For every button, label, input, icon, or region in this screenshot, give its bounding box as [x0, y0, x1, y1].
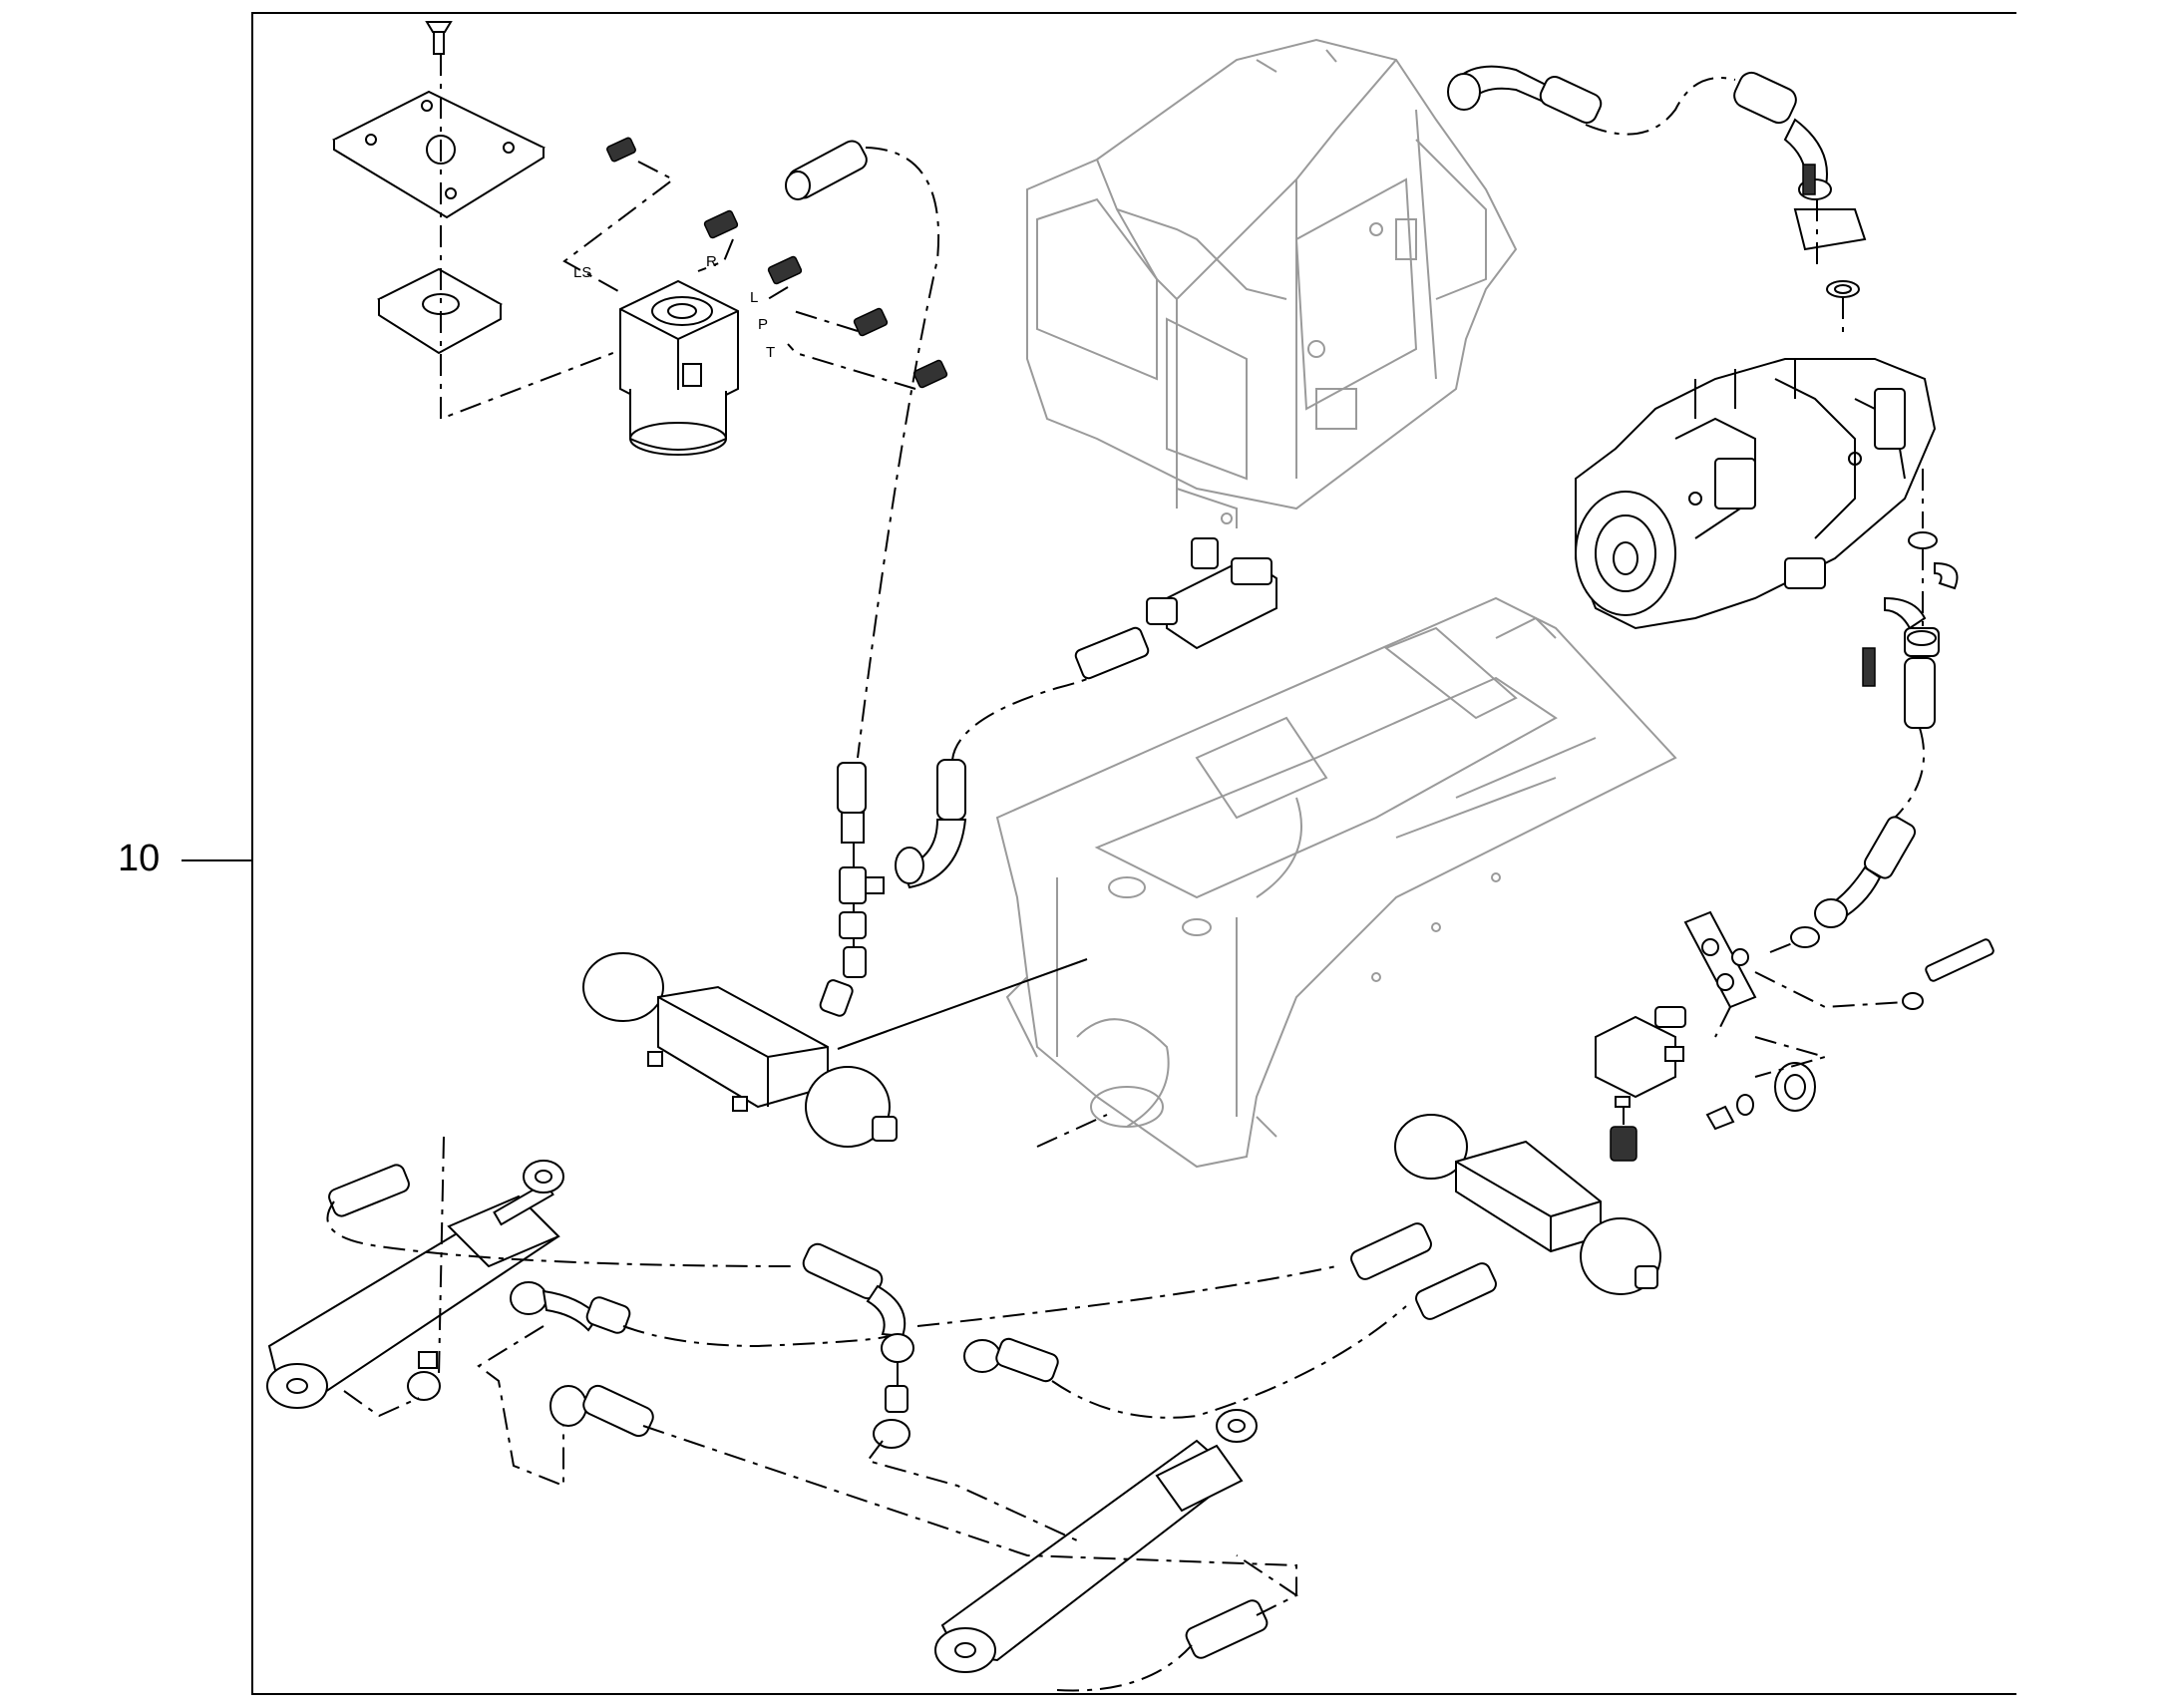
cab-frame	[1026, 38, 1518, 528]
hose-fitting-bottom	[1185, 1599, 1269, 1659]
chassis-frame	[995, 596, 1677, 1169]
centerline-center-tee	[866, 1440, 1078, 1541]
centerline-damper	[1714, 1006, 1829, 1078]
steering-cylinder-right	[934, 1409, 1258, 1673]
centerline-bottom-fitting	[1236, 1554, 1298, 1616]
hose-fitting-center-elbow	[802, 1242, 914, 1449]
centerline-cyl-left	[343, 1136, 445, 1418]
hose-fitting-lower-left	[549, 1384, 654, 1438]
centerline-steering	[440, 54, 619, 421]
bracket-damper	[1705, 1062, 1816, 1131]
pump-hose-lower	[1904, 657, 1936, 729]
hose-path-elbow-to-tee	[951, 667, 1108, 761]
hose-fitting-left-elbow	[510, 1281, 631, 1334]
hydraulic-pump	[1575, 358, 1937, 630]
centerline-p	[793, 310, 859, 332]
hose-path-center-right-lower	[1051, 1305, 1407, 1419]
hose-path-bottom	[1056, 1644, 1193, 1692]
callout-leader-line	[182, 859, 251, 861]
hose-path-steering-to-valve	[857, 147, 939, 759]
hose-fitting-left-tee	[407, 1351, 441, 1401]
fitting-l	[767, 255, 803, 285]
hose-path-pump-lower	[1894, 727, 1926, 819]
port-label-p: P	[758, 316, 768, 333]
accumulator-right-block	[1394, 1114, 1661, 1295]
hose-path-pump-top	[1585, 77, 1736, 136]
pump-hose-top	[1447, 65, 1603, 124]
pump-hose-elbow-lower	[1814, 816, 1917, 928]
steering-cylinder-left	[266, 1160, 564, 1409]
hose-path-left-elbow	[622, 1325, 889, 1348]
port-label-r: R	[706, 253, 717, 270]
fitting-ls	[606, 137, 636, 163]
fitting-r	[703, 209, 739, 239]
hose-elbow-right	[895, 759, 967, 889]
bracket-nut	[1790, 926, 1820, 948]
centerline-cyl-left-lower	[477, 1325, 564, 1488]
callout-number: 10	[118, 838, 161, 879]
bracket-bolt	[1902, 938, 1995, 1010]
fitting-t	[912, 359, 948, 389]
centerline-bracket	[1754, 941, 1906, 1009]
centerline-valve-block-left	[1036, 1114, 1108, 1148]
hose-fitting-vertical-left	[819, 762, 885, 1017]
hose-path-cyl-left-to-center	[326, 1200, 799, 1267]
port-label-t: T	[766, 344, 775, 361]
hose-end-fitting-top	[785, 140, 868, 200]
centerline-r	[697, 238, 734, 272]
steering-screw	[425, 21, 453, 55]
centerline-lower-left-to-right-cyl	[642, 1425, 1297, 1595]
hose-fitting-right-b	[1415, 1262, 1497, 1320]
centerline-l	[767, 286, 789, 300]
hose-fitting-cab	[1074, 626, 1150, 680]
steering-unit-body	[619, 279, 739, 456]
pump-lower-flange	[1862, 531, 1959, 687]
leader-accumulator-to-chassis	[837, 958, 1088, 1050]
hose-fitting-center-right	[963, 1337, 1059, 1383]
pump-elbow-fitting	[1733, 71, 1867, 298]
centerline-t	[787, 343, 916, 390]
mounting-plate	[331, 90, 546, 219]
centerline-pump-top	[1816, 199, 1844, 339]
accumulator-left-block	[582, 952, 898, 1148]
hose-fitting-right-a	[1350, 1222, 1432, 1280]
centerline-ls	[562, 161, 675, 292]
mounting-bracket-right	[1683, 910, 1757, 1009]
diagram-frame	[251, 12, 2016, 1695]
pressure-valve-block	[1595, 1006, 1686, 1162]
hose-path-center-to-right	[916, 1265, 1337, 1327]
port-label-l: L	[750, 289, 758, 306]
fitting-p	[853, 307, 889, 337]
cab-tee-valve	[1146, 537, 1277, 650]
hose-fitting-cyl-left-top	[328, 1164, 410, 1217]
